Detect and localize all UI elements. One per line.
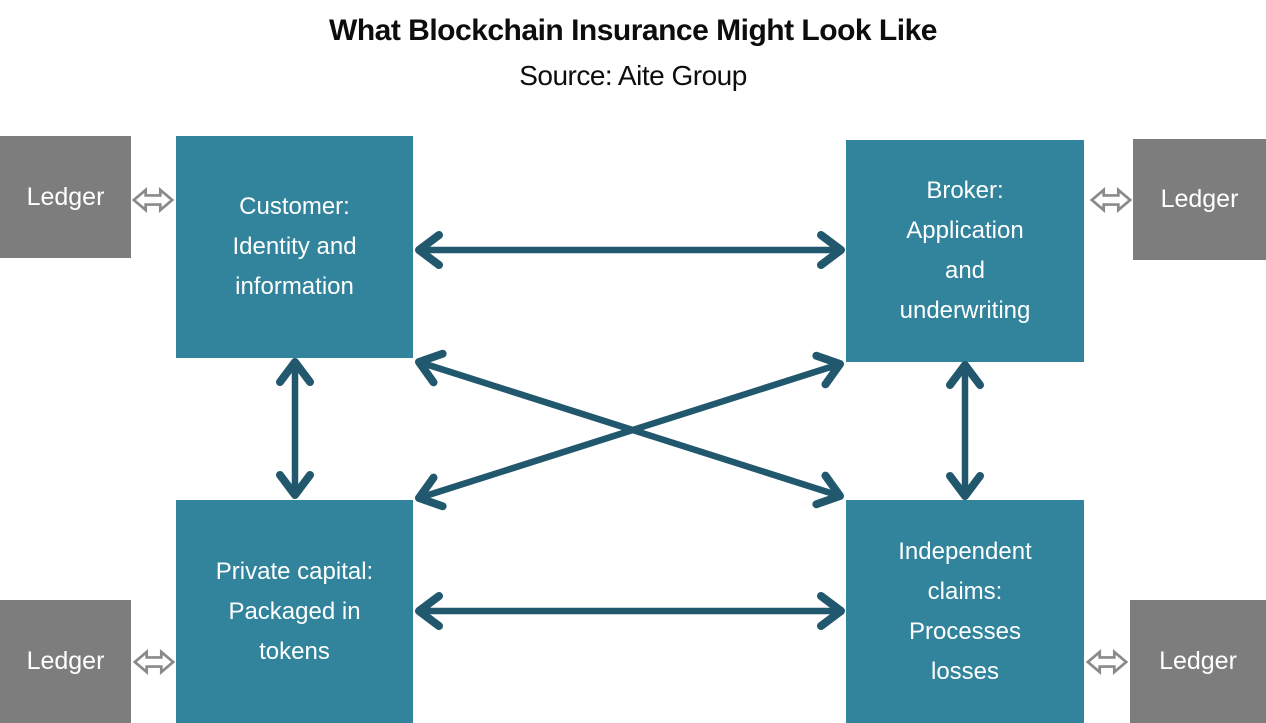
ledger-link-double-arrow-icon [1086, 649, 1128, 675]
node-customer-line: Customer: [239, 193, 350, 220]
node-broker-line: and [944, 257, 986, 284]
ledger-box-top-left: Ledger [0, 136, 131, 258]
node-independent-claims-line: losses [930, 657, 1000, 685]
ledger-box-bottom-right: Ledger [1130, 600, 1266, 723]
node-customer-line: information [235, 273, 354, 300]
ledger-label: Ledger [1160, 185, 1239, 213]
node-broker-line: Broker: [926, 177, 1004, 204]
page-title: What Blockchain Insurance Might Look Lik… [329, 14, 937, 47]
node-broker-line: Application [906, 217, 1024, 244]
ledger-link-double-arrow-icon [1090, 187, 1132, 213]
ledger-link-double-arrow-icon [132, 187, 174, 213]
ledger-label: Ledger [26, 182, 105, 211]
node-independent-claims: Independent claims: Processes losses [846, 500, 1084, 723]
ledger-label: Ledger [1159, 647, 1237, 675]
node-broker-line: underwriting [899, 297, 1031, 324]
ledger-label: Ledger [26, 647, 105, 675]
node-independent-claims-line: Processes [908, 617, 1022, 645]
node-private-capital-line: Packaged in [228, 597, 361, 625]
arrow-customer-independent-claims [415, 349, 844, 509]
node-customer-line: Identity and [232, 233, 357, 260]
page-subtitle: Source: Aite Group [519, 60, 747, 91]
arrow-broker-private-capital [415, 351, 844, 511]
node-private-capital-line: Private capital: [215, 557, 374, 585]
node-private-capital: Private capital: Packaged in tokens [176, 500, 413, 723]
ledger-box-bottom-left: Ledger [0, 600, 131, 723]
node-private-capital-line: tokens [259, 637, 330, 665]
node-broker: Broker: Application and underwriting [846, 140, 1084, 362]
node-customer: Customer: Identity and information [176, 136, 413, 358]
node-independent-claims-line: Independent [898, 537, 1032, 565]
ledger-link-double-arrow-icon [133, 649, 175, 675]
ledger-box-top-right: Ledger [1133, 139, 1266, 260]
node-independent-claims-line: claims: [927, 577, 1003, 605]
